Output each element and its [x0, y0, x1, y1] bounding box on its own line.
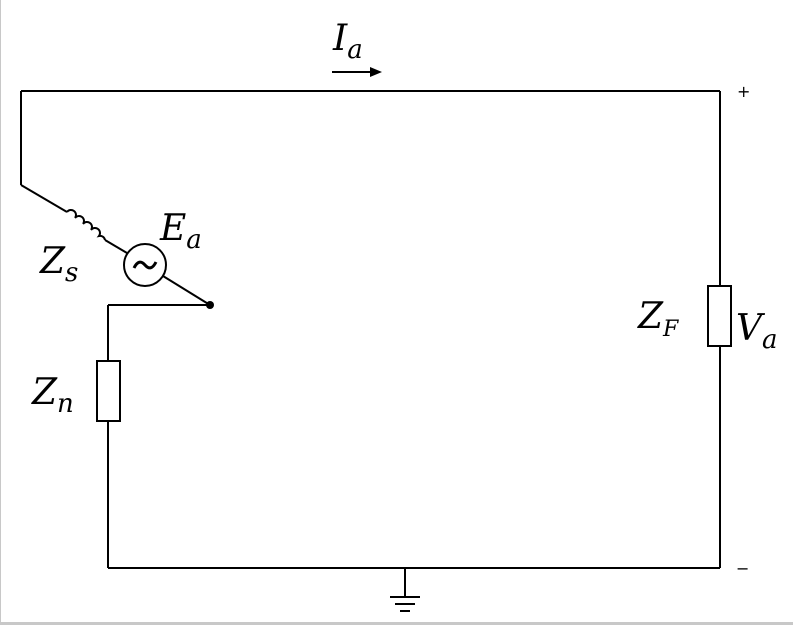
fault-impedance-resistor [707, 285, 732, 347]
sine-glyph-icon [132, 260, 158, 270]
diagonal-wire-middle [104, 239, 128, 254]
polarity-plus: + [737, 82, 750, 101]
current-label: Ia [332, 18, 363, 65]
polarity-minus: − [736, 559, 749, 578]
fault-impedance-label: ZF [637, 296, 679, 342]
image-border-left [0, 0, 1, 625]
image-border-bottom [0, 622, 793, 625]
current-arrow-head [370, 67, 382, 77]
source-emf-label: Ea [159, 208, 202, 255]
diagonal-wire-upper [20, 184, 68, 213]
source-impedance-label: Zs [39, 241, 78, 288]
star-point-dot [206, 301, 214, 309]
fault-voltage-label: Va [736, 308, 778, 355]
diagonal-wire-lower [162, 275, 211, 306]
neutral-impedance-resistor [96, 360, 121, 422]
inductor-coil [66, 209, 106, 241]
neutral-impedance-label: Zn [31, 372, 74, 419]
